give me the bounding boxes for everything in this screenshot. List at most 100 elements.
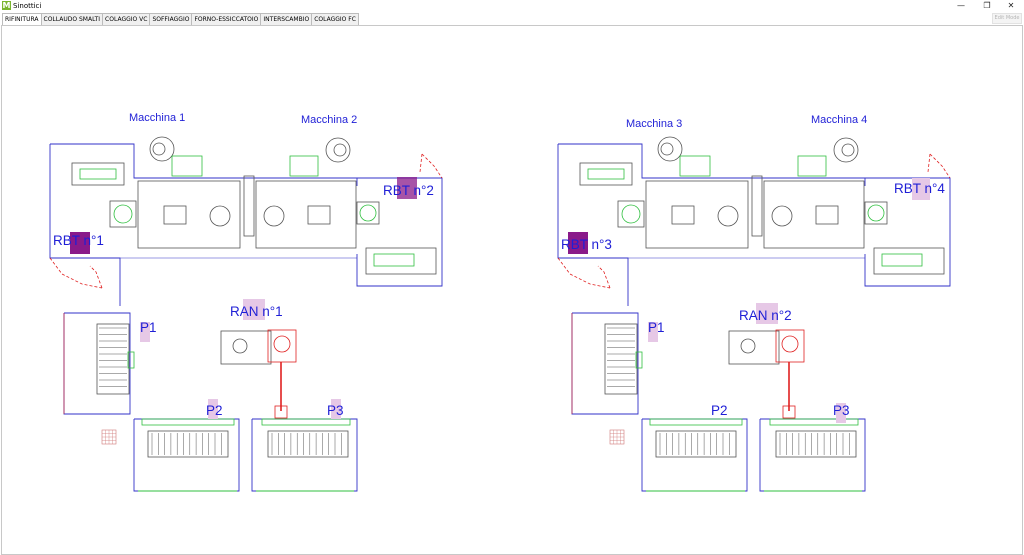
machine-spindle-1 <box>149 136 175 162</box>
tab-collaudo-smalti[interactable]: COLLAUDO SMALTI <box>40 13 104 25</box>
rbt2-label[interactable]: RBT n°2 <box>383 183 434 198</box>
robot-joint <box>113 204 133 224</box>
p1-left-status-block[interactable] <box>140 322 150 342</box>
rbt4-status-block[interactable] <box>912 178 930 200</box>
p3-left-status-block[interactable] <box>331 399 341 419</box>
p1-rack <box>96 323 130 395</box>
door-swing-2 <box>89 265 103 289</box>
p2-right-label[interactable]: P2 <box>711 403 728 418</box>
p3-rack <box>267 430 349 458</box>
p1-sensor <box>635 351 643 369</box>
app-logo-icon: M <box>2 1 11 10</box>
tab-interscambio[interactable]: INTERSCAMBIO <box>260 13 313 25</box>
fence-outline-top <box>558 143 866 186</box>
machine-2-label[interactable]: Macchina 2 <box>301 114 358 126</box>
robot-joint <box>621 204 641 224</box>
ran1-status-block[interactable] <box>243 299 265 320</box>
p3-guide <box>261 418 351 426</box>
tab-forno-essiccatoio[interactable]: FORNO-ESSICCATOIO <box>191 13 262 25</box>
machine-spindle-2-core <box>841 143 855 157</box>
tab-colaggio-vc[interactable]: COLAGGIO VC <box>102 13 151 25</box>
feeder-detail <box>79 168 117 180</box>
rbt3-label[interactable]: RBT n°3 <box>561 237 612 252</box>
ran-robot-joint <box>273 335 291 353</box>
p1-right-label[interactable]: P1 <box>648 320 665 335</box>
p3-rack <box>775 430 857 458</box>
robot-base <box>617 200 645 228</box>
edit-mode-button: Edit Mode <box>992 13 1022 24</box>
tab-rifinitura[interactable]: RIFINITURA <box>2 13 42 26</box>
p2-guide <box>649 418 743 426</box>
machine-disc-2 <box>771 205 793 227</box>
machine-1-label[interactable]: Macchina 1 <box>129 112 186 124</box>
title-bar: M Sinottici — ❐ ✕ <box>0 0 1024 12</box>
restore-button[interactable]: ❐ <box>983 1 991 10</box>
fence-outline-left <box>557 144 629 306</box>
door-swing-2 <box>597 265 611 289</box>
p3-right-status-block[interactable] <box>836 403 846 423</box>
rbt1-label[interactable]: RBT n°1 <box>53 233 104 248</box>
ran-robot-gripper <box>274 405 288 419</box>
ran-robot-joint <box>781 335 799 353</box>
synoptic-canvas: Macchina 1 Macchina 2 Macchina 3 Macchin… <box>1 25 1023 555</box>
feeder-unit <box>579 162 633 186</box>
ran2-label[interactable]: RAN n°2 <box>739 308 792 323</box>
machine-body-2 <box>763 180 865 249</box>
machine-panel-1 <box>679 155 711 177</box>
ran-robot-body <box>775 329 805 363</box>
minimize-button[interactable]: — <box>957 1 965 10</box>
tab-soffiaggio[interactable]: SOFFIAGGIO <box>149 13 193 25</box>
robot-base-right <box>864 201 888 225</box>
p2-frame <box>133 418 240 492</box>
machine-table-2 <box>815 205 839 225</box>
close-button[interactable]: ✕ <box>1007 1 1015 10</box>
feeder-unit-right <box>365 247 437 275</box>
machine-table-2 <box>307 205 331 225</box>
rbt4-label[interactable]: RBT n°4 <box>894 181 945 196</box>
rbt1-status-block[interactable] <box>70 232 90 254</box>
machine-panel-2 <box>289 155 319 177</box>
machine-body-1 <box>137 180 241 249</box>
door-swing-3 <box>421 153 443 179</box>
machine-body-2 <box>255 180 357 249</box>
feeder-unit <box>71 162 125 186</box>
p2-rack <box>655 430 737 458</box>
machine-spindle-1-core <box>152 142 166 156</box>
rbt3-status-block[interactable] <box>568 232 588 254</box>
plant-layout-drawing <box>49 136 951 492</box>
p1-sensor <box>127 351 135 369</box>
machine-disc-2 <box>263 205 285 227</box>
machine-disc-1 <box>209 205 231 227</box>
rbt2-status-block[interactable] <box>397 177 417 199</box>
door-swing-3 <box>929 153 951 179</box>
door-swing-4 <box>419 153 423 173</box>
machine-4-label[interactable]: Macchina 4 <box>811 114 868 126</box>
p1-right-status-block[interactable] <box>648 322 658 342</box>
ran-base <box>220 330 272 365</box>
ran1-label[interactable]: RAN n°1 <box>230 304 283 319</box>
p2-rack <box>147 430 229 458</box>
p2-left-label[interactable]: P2 <box>206 403 223 418</box>
feeder-detail <box>587 168 625 180</box>
ran2-status-block[interactable] <box>756 303 778 324</box>
ran-base <box>728 330 780 365</box>
machine-spindle-1 <box>657 136 683 162</box>
door-swing-4 <box>927 153 931 173</box>
machine-spindle-2 <box>325 137 351 163</box>
tab-colaggio-fc[interactable]: COLAGGIO FC <box>311 13 359 25</box>
robot-joint-right <box>359 204 377 222</box>
machine-column <box>751 175 763 237</box>
machine-panel-2 <box>797 155 827 177</box>
p3-left-label[interactable]: P3 <box>327 403 344 418</box>
p1-left-label[interactable]: P1 <box>140 320 157 335</box>
p2-left-status-block[interactable] <box>208 399 218 419</box>
machine-column <box>243 175 255 237</box>
fence-outline-top <box>50 143 358 186</box>
p2-guide <box>141 418 235 426</box>
machine-3-label[interactable]: Macchina 3 <box>626 118 683 130</box>
p2-frame <box>641 418 748 492</box>
machine-spindle-1-core <box>660 142 674 156</box>
p3-right-label[interactable]: P3 <box>833 403 850 418</box>
tab-bar: RIFINITURA COLLAUDO SMALTI COLAGGIO VC S… <box>2 13 359 26</box>
machine-spindle-2 <box>833 137 859 163</box>
